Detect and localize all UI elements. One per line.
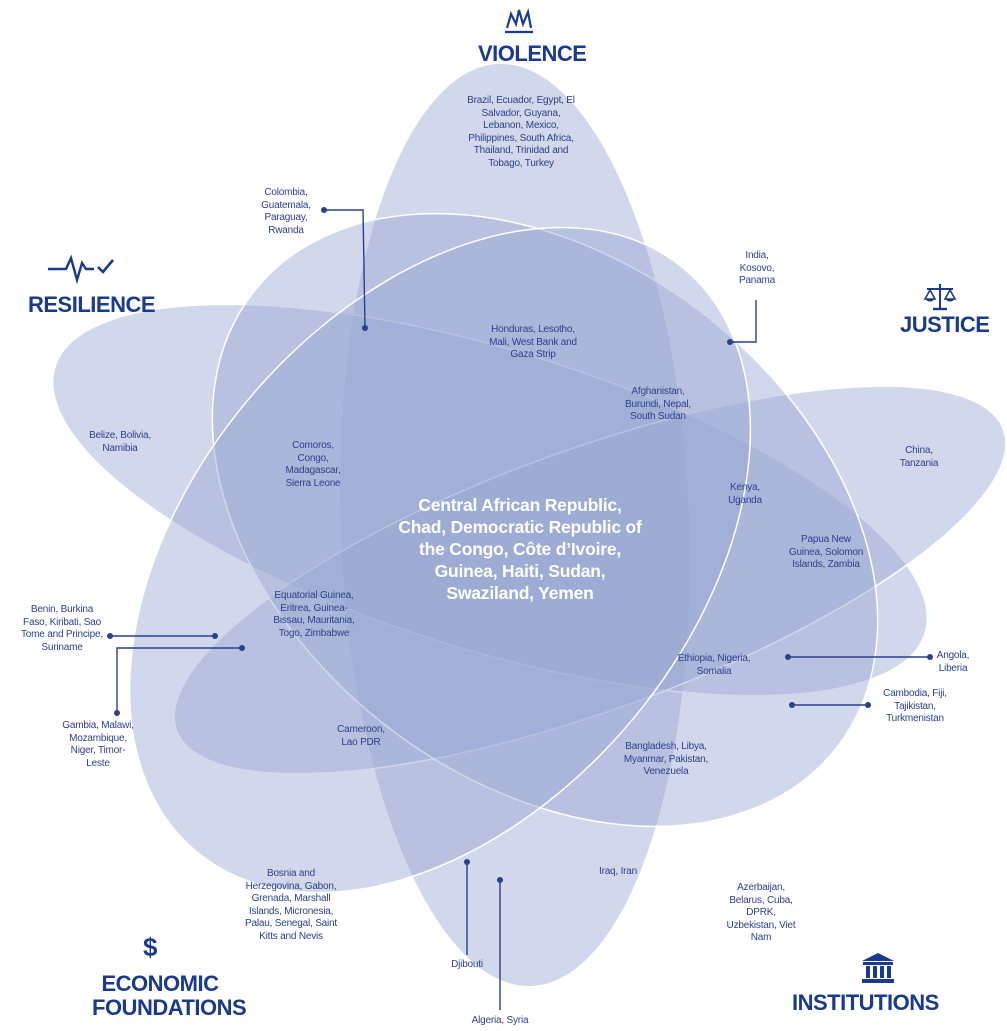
label-justice: JUSTICE bbox=[900, 312, 990, 337]
label-institutions: INSTITUTIONS bbox=[792, 990, 939, 1015]
group-benin: Benin, Burkina Faso, Kiribati, Sao Tome … bbox=[20, 604, 103, 653]
group-violence-only: Brazil, Ecuador, Egypt, El Salvador, Guy… bbox=[467, 95, 575, 169]
petal-violence bbox=[338, 62, 692, 988]
group-bangladesh: Bangladesh, Libya, Myanmar, Pakistan, Ve… bbox=[623, 741, 709, 777]
group-algeria: Algeria, Syria bbox=[471, 1015, 529, 1026]
economic-icon: $ bbox=[143, 932, 158, 962]
label-economic: ECONOMIC FOUNDATIONS bbox=[92, 971, 247, 1020]
leader-lines bbox=[107, 207, 933, 1010]
group-cambodia: Cambodia, Fiji, Tajikistan, Turkmenistan bbox=[883, 688, 947, 724]
group-ethiopia: Ethiopia, Nigeria, Somalia bbox=[677, 653, 751, 677]
petal-economic bbox=[128, 226, 752, 894]
group-iraq: Iraq, Iran bbox=[598, 866, 638, 877]
group-papua: Papua New Guinea, Solomon Islands, Zambi… bbox=[788, 534, 864, 570]
label-resilience: RESILIENCE bbox=[28, 292, 156, 317]
group-india: India, Kosovo, Panama bbox=[738, 250, 776, 286]
group-china: China, Tanzania bbox=[899, 445, 939, 469]
group-belize: Belize, Bolivia, Namibia bbox=[89, 430, 151, 454]
petal-resilience bbox=[51, 303, 929, 697]
petal-institutions bbox=[211, 212, 879, 828]
group-core: Central African Republic, Chad, Democrat… bbox=[398, 495, 642, 603]
group-honduras: Honduras, Lesotho, Mali, West Bank and G… bbox=[489, 324, 577, 360]
institutions-icon bbox=[862, 953, 894, 983]
group-gambia: Gambia, Malawi, Mozambique, Niger, Timor… bbox=[62, 720, 134, 769]
group-kenya: Kenya, Uganda bbox=[728, 482, 762, 506]
label-violence: VIOLENCE bbox=[478, 41, 587, 66]
group-djibouti: Djibouti bbox=[451, 959, 483, 970]
justice-icon bbox=[923, 284, 957, 311]
violence-icon bbox=[505, 8, 533, 34]
group-cameroon: Cameroon, Lao PDR bbox=[337, 724, 385, 748]
group-angola: Angola, Liberia bbox=[936, 650, 970, 674]
group-colombia: Colombia, Guatemala, Paraguay, Rwanda bbox=[261, 187, 311, 236]
group-equatorial: Equatorial Guinea, Eritrea, Guinea-Bissa… bbox=[273, 590, 355, 639]
group-azerbaijan: Azerbaijan, Belarus, Cuba, DPRK, Uzbekis… bbox=[726, 882, 796, 943]
group-comoros: Comoros, Congo, Madagascar, Sierra Leone bbox=[285, 440, 341, 489]
group-afghanistan: Afghanistan, Burundi, Nepal, South Sudan bbox=[625, 386, 691, 422]
resilience-icon bbox=[48, 254, 114, 285]
group-bosnia: Bosnia and Herzegovina, Gabon, Grenada, … bbox=[245, 868, 337, 942]
petal-justice bbox=[173, 385, 1007, 775]
